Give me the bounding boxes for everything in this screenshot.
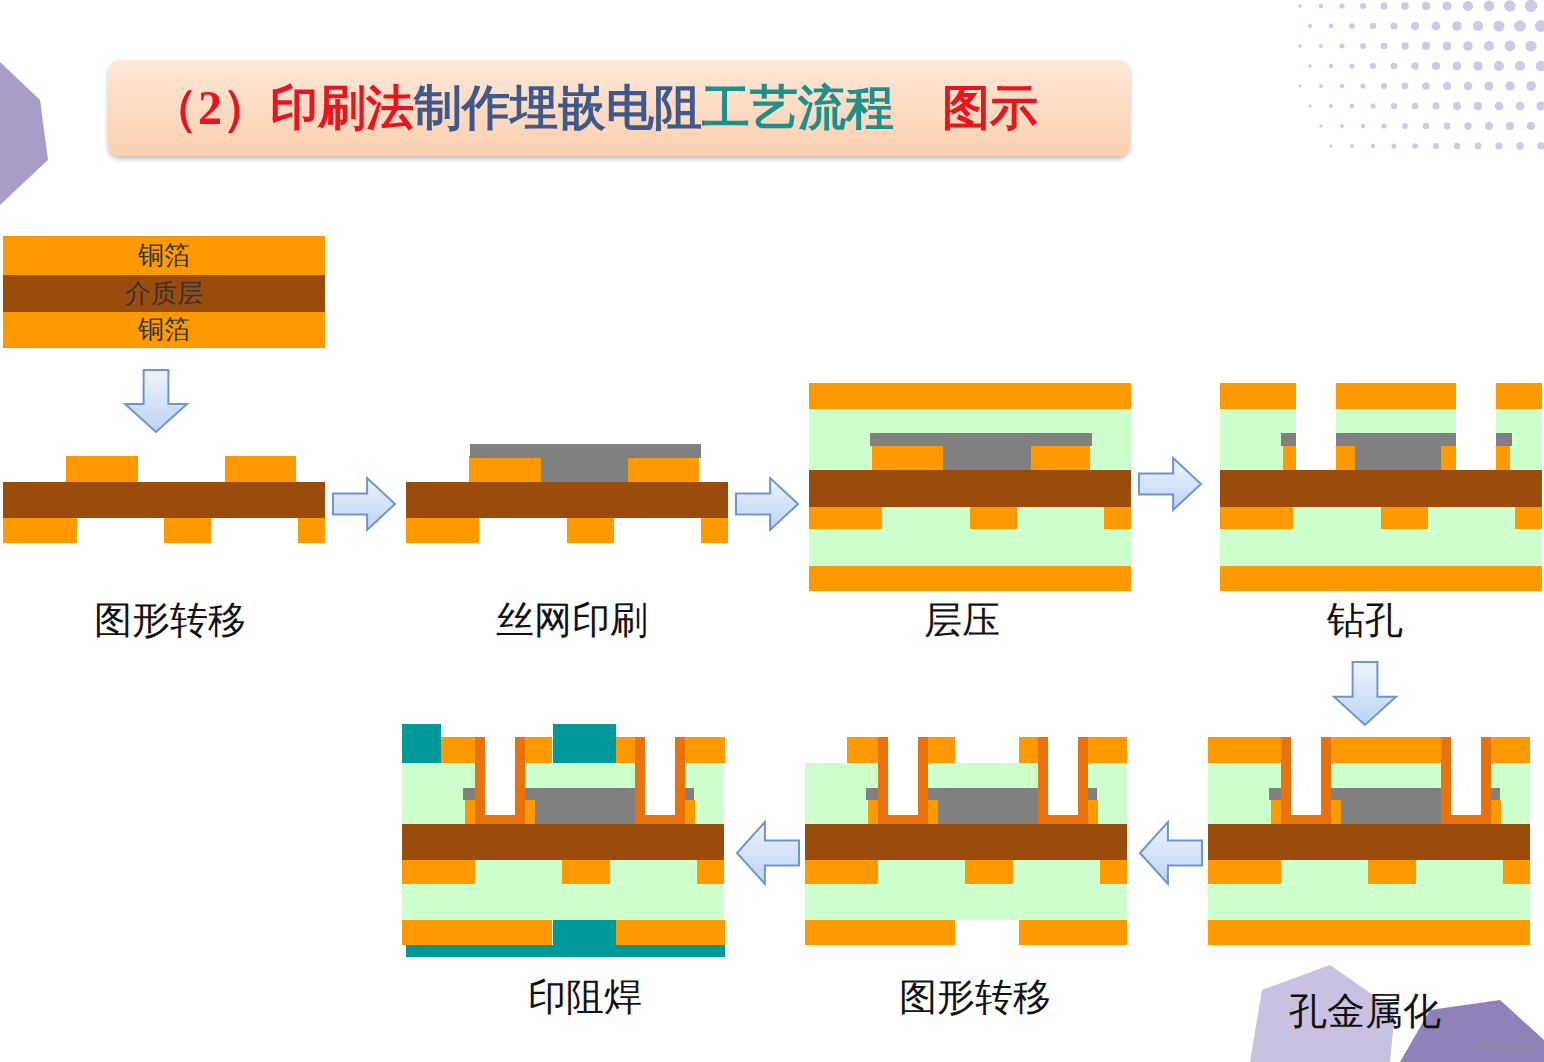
step-caption: 钻孔 (1327, 599, 1403, 643)
layer-name: 介质层 (125, 281, 203, 307)
watermark: CSDN @hhjc (1478, 1042, 1532, 1052)
step-caption: 印阻焊 (528, 976, 642, 1020)
slide-title: （2）印刷法制作埋嵌电阻工艺流程 图示 (150, 76, 1038, 140)
dielectric-layer: 介质层 (3, 275, 325, 312)
step-caption: 图形转移 (899, 976, 1051, 1020)
step-caption: 层压 (924, 599, 1000, 643)
step-caption: 孔金属化 (1289, 990, 1441, 1034)
copper-foil-layer: 铜箔 (3, 236, 325, 275)
layer-name: 铜箔 (138, 243, 190, 269)
layer-name: 铜箔 (138, 317, 190, 343)
step-caption: 丝网印刷 (496, 599, 648, 643)
step-caption: 图形转移 (94, 599, 246, 643)
copper-foil-layer: 铜箔 (3, 312, 325, 348)
